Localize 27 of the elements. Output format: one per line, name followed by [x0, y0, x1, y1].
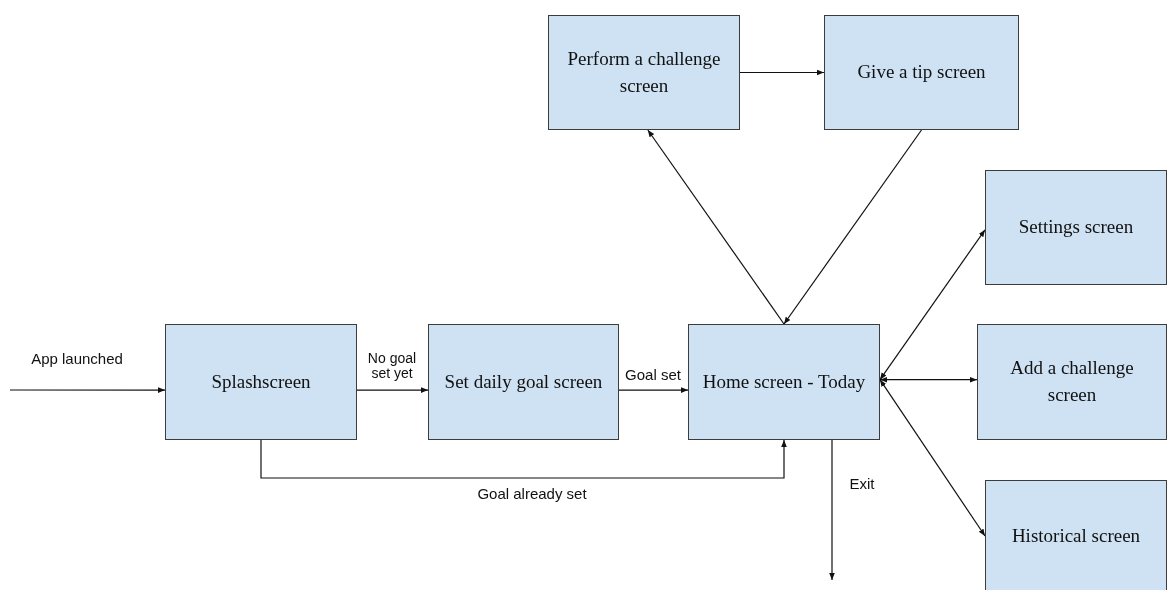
arrow	[9, 387, 166, 393]
screen-label: Home screen - Today	[702, 369, 866, 394]
screen-label: Set daily goal screen	[444, 369, 603, 394]
screen-box	[428, 324, 619, 440]
arrow	[879, 229, 986, 381]
screen-box	[548, 15, 740, 130]
screen-label: Give a tip screen	[857, 60, 986, 85]
screen-label: Historical screen	[1011, 523, 1141, 548]
arrow	[618, 387, 689, 393]
arrow	[356, 387, 429, 393]
arrow	[647, 129, 785, 325]
screen-box	[985, 170, 1167, 285]
screen-box	[688, 324, 880, 440]
screen-box	[985, 480, 1167, 590]
arrow	[829, 439, 835, 581]
arrow	[260, 439, 787, 479]
arrow	[739, 69, 825, 76]
arrow	[879, 379, 986, 537]
arrow	[879, 376, 978, 383]
screen-box	[977, 324, 1167, 440]
screen-box	[165, 324, 357, 440]
screen-label: Add a challenge screen	[1009, 356, 1135, 407]
screen-box	[824, 15, 1019, 130]
screen-label: Perform a challenge screen	[566, 46, 722, 98]
screen-label: Splashscreen	[211, 369, 311, 394]
arrow	[783, 129, 923, 325]
screen-label: Settings screen	[1018, 215, 1134, 240]
